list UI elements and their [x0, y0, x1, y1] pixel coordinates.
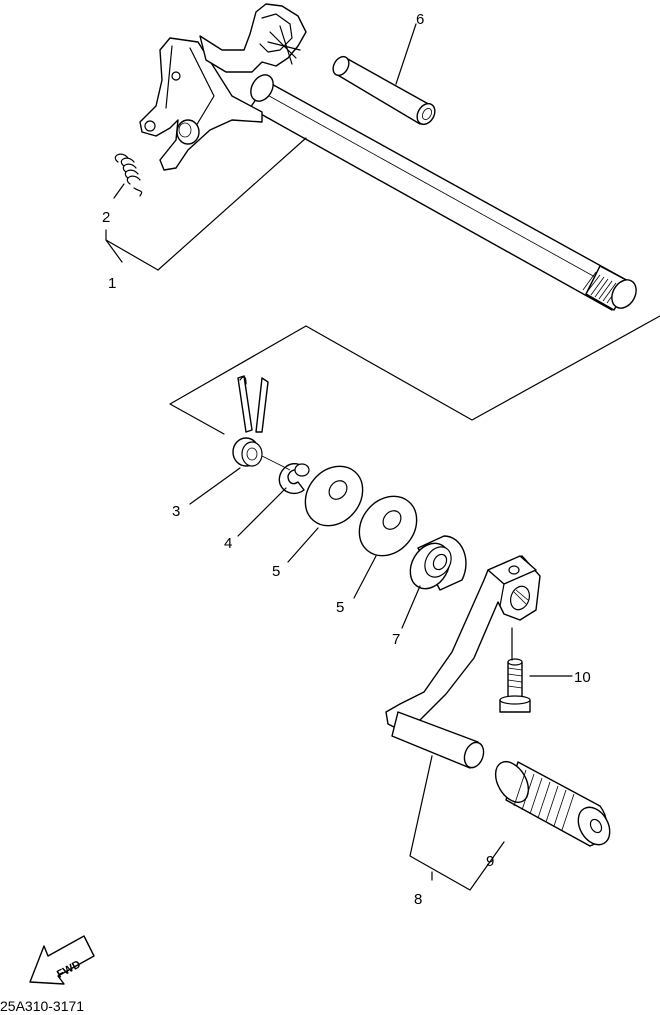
- callout-6: 6: [416, 11, 424, 28]
- diagram-code: 25A310-3171: [0, 998, 84, 1014]
- shift-shaft-assembly: [139, 3, 637, 311]
- bearing-bush: [409, 535, 467, 591]
- shaft-spline-end: [582, 265, 637, 311]
- return-spring: [114, 153, 143, 197]
- group-bracket-1: [105, 137, 307, 271]
- r-clip-pin: [232, 375, 269, 467]
- callout-4: 4: [224, 535, 232, 552]
- callout-1: 1: [108, 275, 116, 292]
- circlip: [278, 463, 310, 495]
- callout-10: 10: [574, 669, 591, 686]
- shift-pedal-lever: [385, 555, 541, 769]
- callout-5a: 5: [272, 563, 280, 580]
- washer-2: [358, 495, 418, 557]
- callout-2: 2: [102, 209, 110, 226]
- callout-7: 7: [392, 631, 400, 648]
- pinch-bolt: [499, 658, 531, 713]
- shift-peg-rubber: [494, 761, 611, 847]
- callout-9: 9: [486, 853, 494, 870]
- callout-8: 8: [414, 891, 422, 908]
- collar-sleeve: [332, 55, 436, 126]
- callout-3: 3: [172, 503, 180, 520]
- callout-5b: 5: [336, 599, 344, 616]
- forward-direction-arrow: FWD: [29, 935, 95, 985]
- washer-1: [304, 465, 364, 527]
- leader-lines: [189, 467, 573, 891]
